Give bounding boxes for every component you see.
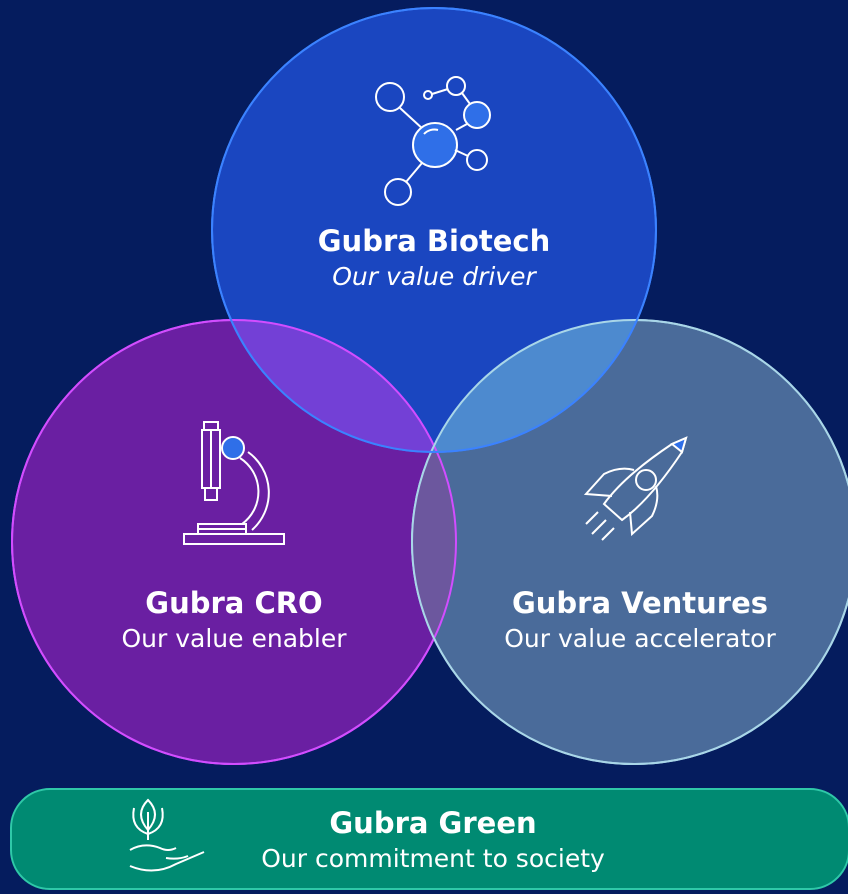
cro-title: Gubra CRO: [145, 586, 323, 620]
ventures-label: Gubra Ventures Our value accelerator: [504, 584, 775, 656]
green-label: Gubra Green Our commitment to society: [261, 804, 605, 876]
molecule-icon: [375, 76, 491, 206]
ventures-outline: [411, 319, 848, 765]
cro-outline: [11, 319, 457, 765]
biotech-title: Gubra Biotech: [317, 224, 551, 258]
biotech-cro-overlap: [212, 320, 456, 452]
biotech-outline: [211, 7, 657, 453]
cro-label: Gubra CRO Our value enabler: [122, 584, 347, 656]
biotech-ventures-overlap: [412, 320, 656, 452]
green-subtitle: Our commitment to society: [261, 844, 605, 873]
cro-subtitle: Our value enabler: [121, 624, 347, 653]
rocket-icon: [583, 436, 688, 541]
ventures-subtitle: Our value accelerator: [504, 624, 776, 653]
biotech-subtitle: Our value driver: [332, 262, 536, 291]
ventures-title: Gubra Ventures: [511, 586, 769, 620]
green-title: Gubra Green: [329, 806, 537, 840]
biotech-label: Gubra Biotech Our value driver: [318, 222, 551, 294]
microscope-icon: [183, 421, 285, 545]
